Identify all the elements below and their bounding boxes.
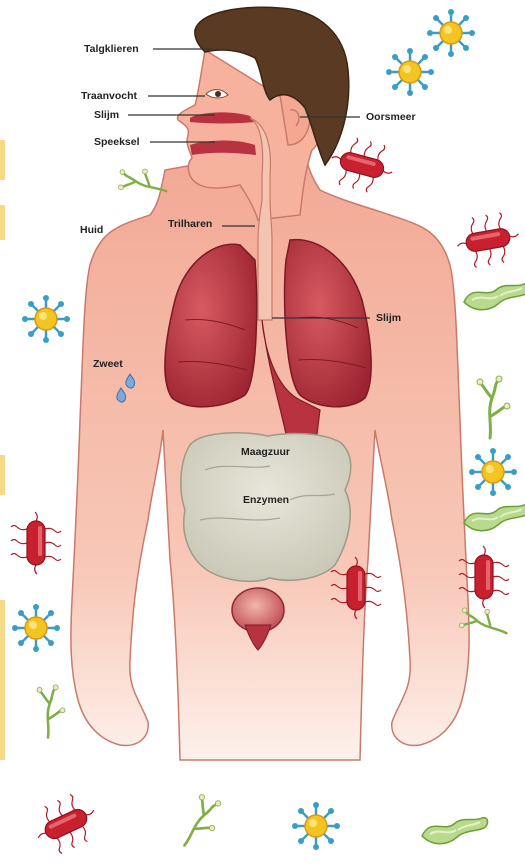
fungus-icon [477, 376, 510, 438]
worm-icon [422, 818, 488, 844]
worm-icon [464, 505, 525, 531]
label-huid: Huid [80, 224, 103, 236]
label-enzymen: Enzymen [243, 494, 289, 506]
label-oorsmeer: Oorsmeer [366, 111, 416, 123]
label-slijm-lung: Slijm [376, 312, 401, 324]
bacteria-icon [27, 788, 104, 860]
virus-icon [469, 448, 517, 496]
label-traanvocht: Traanvocht [81, 90, 137, 102]
label-speeksel: Speeksel [94, 136, 140, 148]
label-trilharen: Trilharen [168, 218, 212, 230]
label-zweet: Zweet [93, 358, 123, 370]
fungus-icon [37, 685, 65, 738]
bacteria-icon [453, 210, 523, 270]
label-maagzuur: Maagzuur [241, 446, 290, 458]
bacteria-icon [11, 512, 61, 574]
virus-icon [386, 48, 434, 96]
virus-icon [427, 9, 475, 57]
label-slijm-nose: Slijm [94, 109, 119, 121]
worm-icon [464, 284, 525, 310]
virus-icon [12, 604, 60, 652]
fungus-icon [174, 791, 228, 854]
virus-icon [292, 802, 340, 850]
label-talgklieren: Talgklieren [84, 43, 139, 55]
virus-icon [22, 295, 70, 343]
